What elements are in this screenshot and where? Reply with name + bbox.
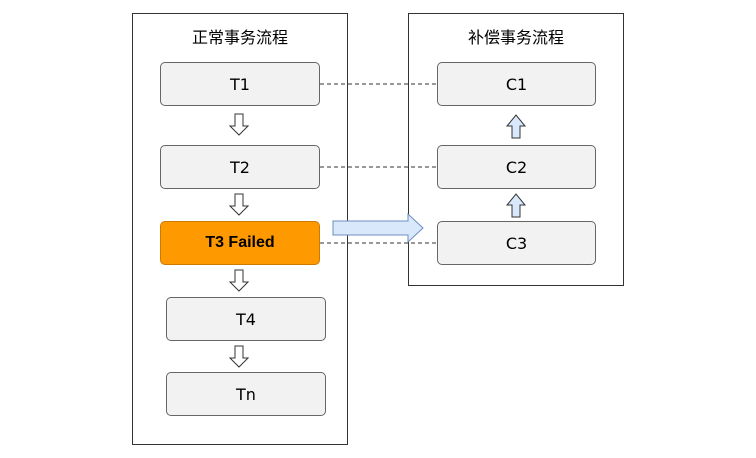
up-arrow-c3-c2-icon <box>505 193 527 218</box>
step-c2: C2 <box>437 145 596 189</box>
step-tn: Tn <box>166 372 326 416</box>
compensation-flow-title: 补偿事务流程 <box>467 28 564 47</box>
down-arrow-t1-t2-icon <box>228 113 250 136</box>
step-c3: C3 <box>437 221 596 265</box>
down-arrow-t2-t3-icon <box>228 193 250 216</box>
step-t3-failed: T3 Failed <box>160 221 320 265</box>
down-arrow-t3-t4-icon <box>228 269 250 292</box>
step-t4: T4 <box>166 297 326 341</box>
step-c1: C1 <box>437 62 596 106</box>
failure-trigger-arrow-icon <box>332 212 424 244</box>
step-t1: T1 <box>160 62 320 106</box>
up-arrow-c2-c1-icon <box>505 114 527 139</box>
step-t2: T2 <box>160 145 320 189</box>
normal-flow-title: 正常事务流程 <box>191 28 288 47</box>
down-arrow-t4-tn-icon <box>228 345 250 368</box>
